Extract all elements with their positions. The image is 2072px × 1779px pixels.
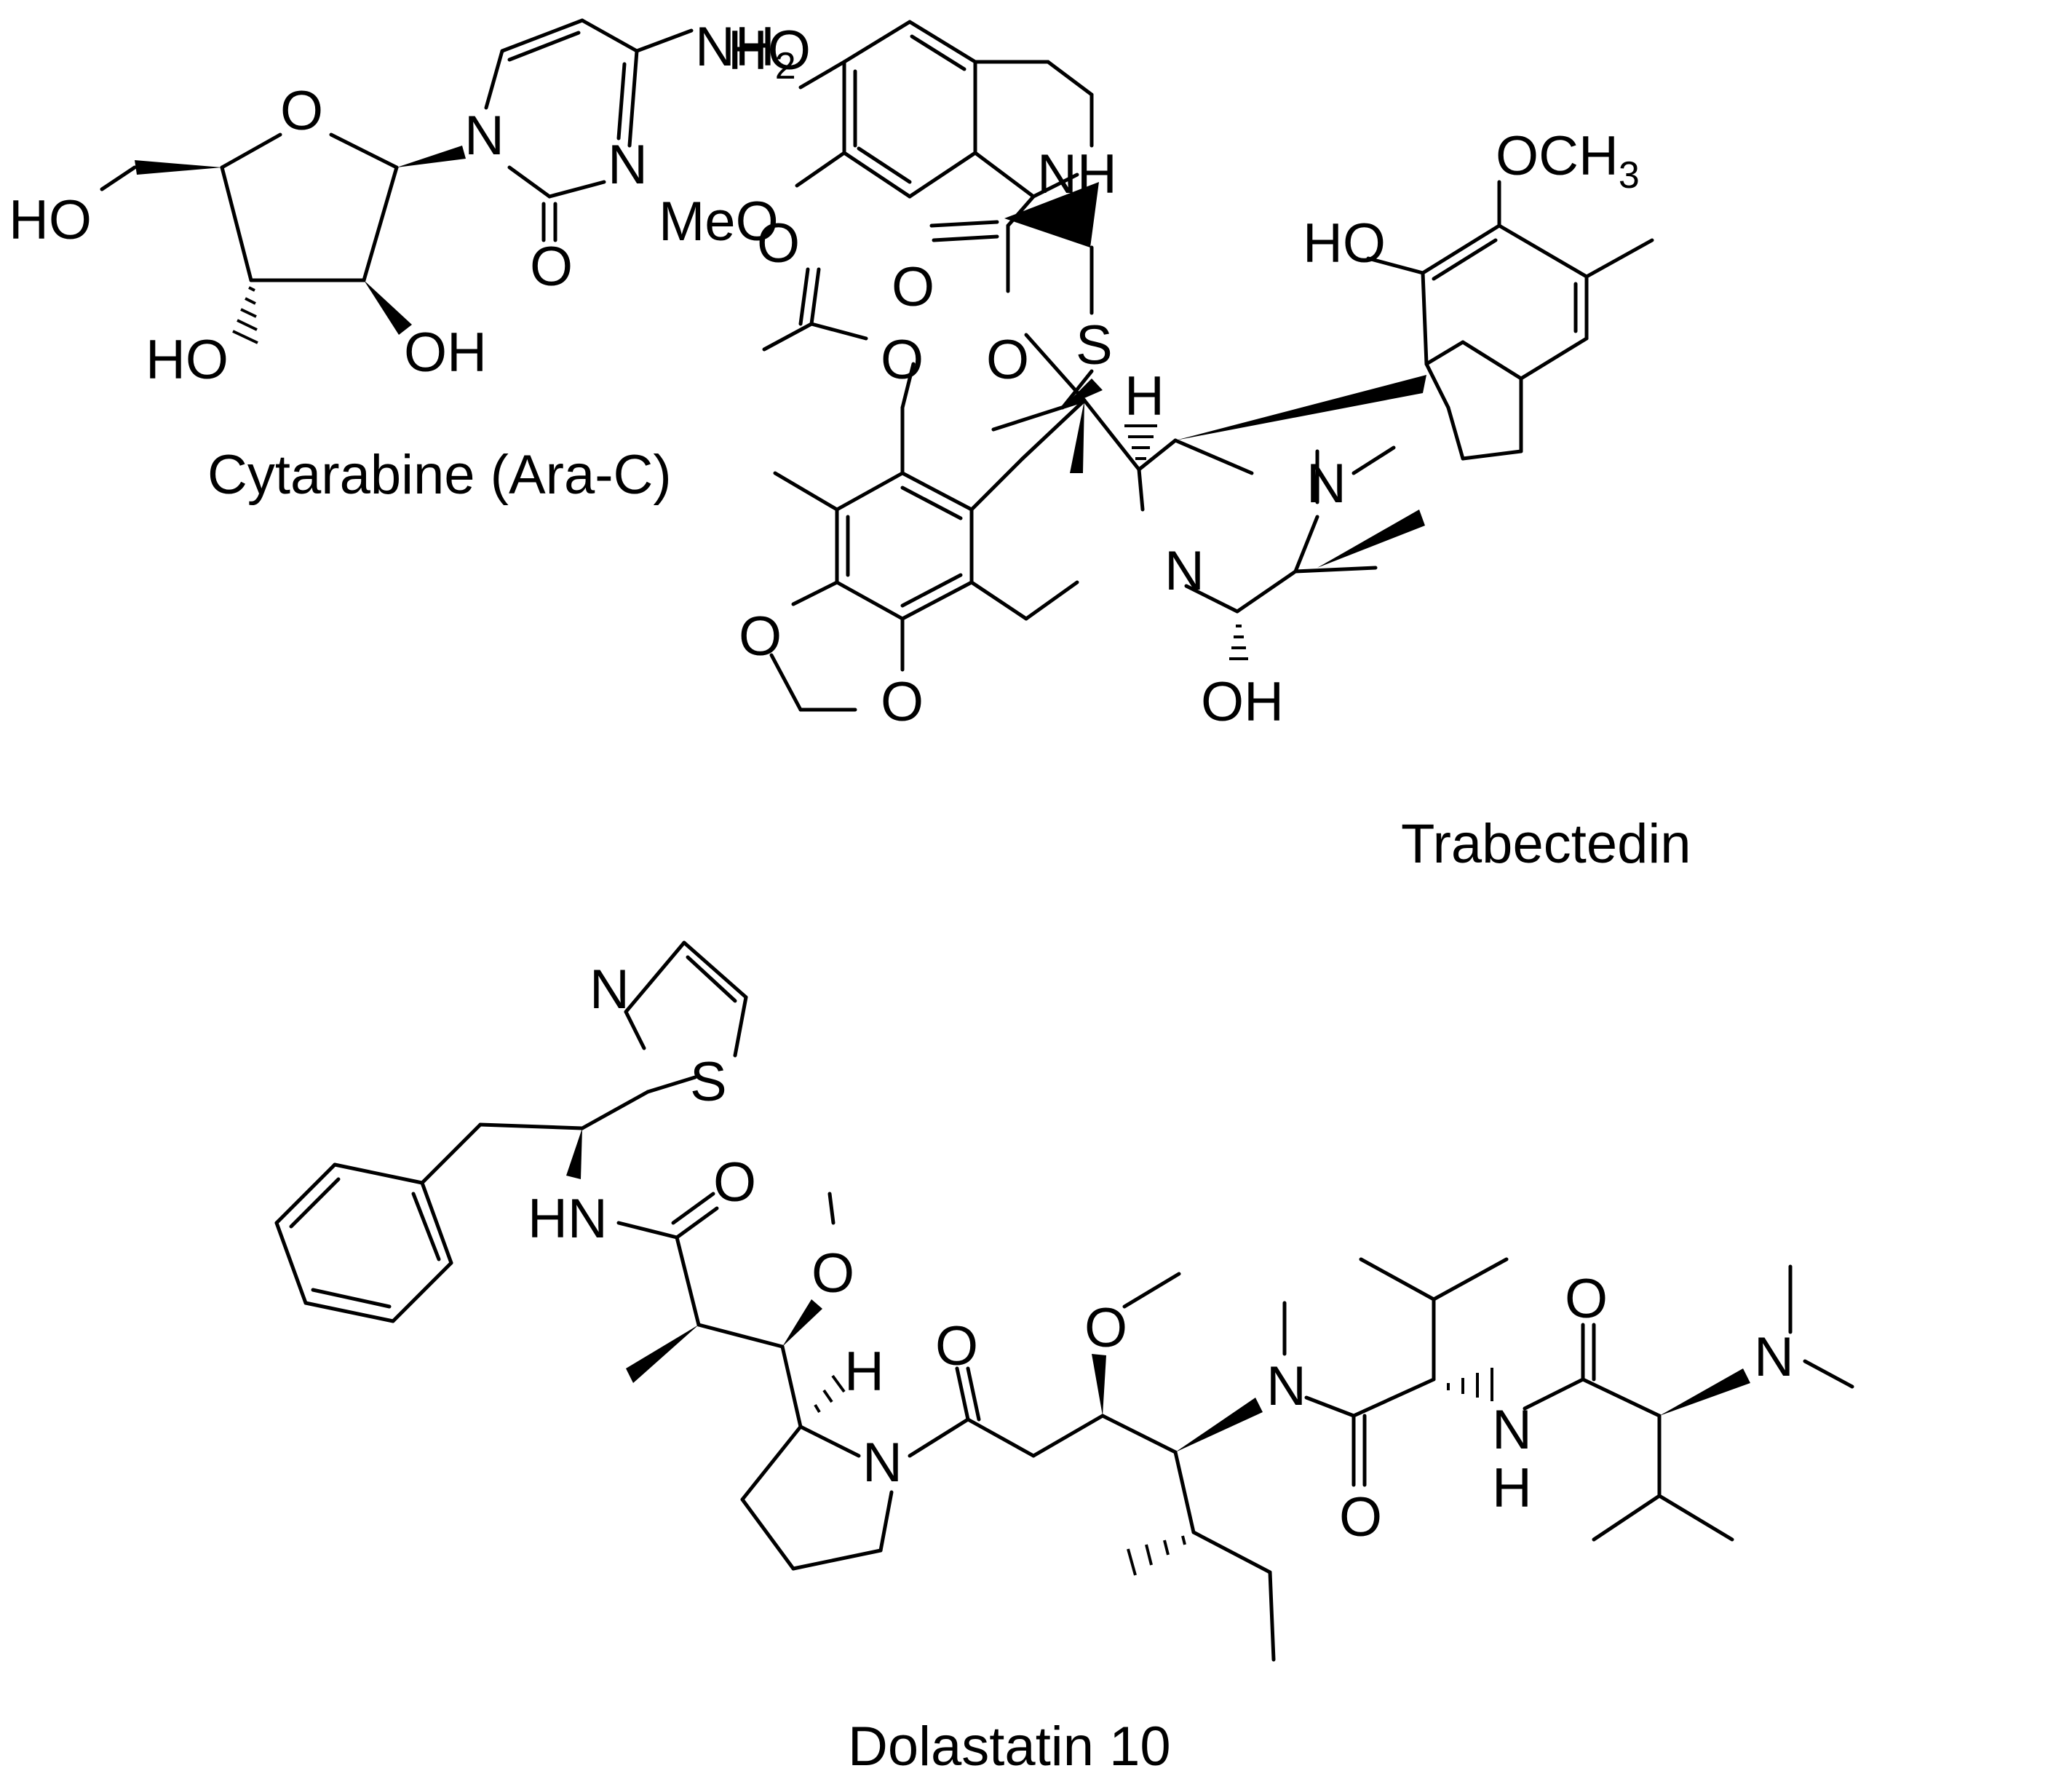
atom-label: O (530, 236, 573, 298)
compound-name: Trabectedin (1401, 813, 1691, 875)
cytarabine-stereo-bonds (135, 146, 466, 344)
hash-bond (1127, 1535, 1186, 1576)
hash-bond (1229, 625, 1248, 660)
atom-label: N (1754, 1326, 1794, 1388)
cytarabine-bonds (100, 18, 694, 282)
atom-label: MeO (659, 191, 779, 253)
atom-label: O (811, 1243, 854, 1304)
atom-label: N (608, 134, 648, 196)
atom-label: OCH3 (1496, 125, 1640, 197)
atom-label: N (464, 105, 504, 167)
atom-label: O (986, 329, 1029, 391)
atom-label: HN (528, 1188, 608, 1250)
atom-label: N (1492, 1399, 1532, 1461)
hash-bond (1447, 1368, 1493, 1401)
wedge-bond (1092, 1354, 1106, 1416)
wedge-bond (1063, 379, 1103, 408)
cytarabine-structure: O N N O NH2 HO HO OH Cytarabine (Ara-C) (9, 16, 796, 506)
atom-label: O (935, 1315, 978, 1377)
hash-bond (814, 1374, 846, 1414)
trabectedin-atom-labels: HO MeO NH OCH3 HO O O S H N O O N O O OH (659, 20, 1640, 733)
trabectedin-stereo-bonds (1004, 182, 1426, 660)
hash-bond (232, 286, 258, 344)
hash-bond (1124, 424, 1157, 460)
atom-label: N (862, 1432, 902, 1494)
atom-label: OH (1201, 671, 1284, 733)
atom-label: O (881, 671, 924, 733)
wedge-bond (782, 1299, 822, 1347)
atom-label: NH2 (695, 16, 796, 87)
atom-label: N (1306, 453, 1346, 515)
atom-label: O (1565, 1268, 1608, 1330)
dolastatin-structure: N S HN O O H N O O N O N H O N Dolastati… (274, 940, 1854, 1778)
wedge-bond (397, 146, 466, 167)
wedge-bond (1659, 1368, 1750, 1416)
compound-name: Dolastatin 10 (848, 1716, 1171, 1778)
atom-label: N (1164, 540, 1204, 602)
atom-label: O (739, 606, 782, 667)
atom-label: OH (404, 322, 487, 384)
atom-label: O (757, 213, 800, 274)
atom-label: NH (1037, 143, 1117, 205)
wedge-bond (1175, 375, 1426, 440)
atom-label: H (1492, 1457, 1532, 1519)
atom-label: N (1266, 1355, 1306, 1417)
wedge-bond (1004, 182, 1099, 247)
atom-label: S (1076, 314, 1113, 376)
atom-label: O (1084, 1297, 1127, 1359)
wedge-bond (135, 160, 222, 175)
atom-label: HO (9, 189, 92, 251)
atom-label: O (280, 80, 323, 142)
atom-label: S (690, 1051, 727, 1113)
atom-label: O (713, 1152, 756, 1213)
wedge-bond (626, 1325, 699, 1383)
wedge-bond (364, 280, 412, 335)
atom-label: O (881, 329, 924, 391)
trabectedin-bonds (762, 20, 1654, 712)
wedge-bond (1070, 400, 1084, 473)
cytarabine-atom-labels: O N N O NH2 HO HO OH (9, 16, 796, 391)
dolastatin-atom-labels: N S HN O O H N O O N O N H O N (528, 959, 1794, 1548)
wedge-bond (566, 1128, 582, 1179)
atom-label: H (844, 1341, 884, 1403)
wedge-bond (1317, 510, 1425, 568)
trabectedin-structure: HO MeO NH OCH3 HO O O S H N O O N O O OH… (659, 20, 1691, 875)
atom-label: HO (1303, 213, 1386, 274)
atom-label: O (1339, 1486, 1382, 1548)
dolastatin-bonds (274, 940, 1854, 1662)
dolastatin-stereo-bonds (566, 1128, 1750, 1576)
atom-label: H (1124, 365, 1164, 427)
wedge-bond (1175, 1398, 1263, 1452)
atom-label: N (590, 959, 630, 1021)
compound-name: Cytarabine (Ara-C) (207, 444, 672, 506)
atom-label: O (892, 256, 934, 318)
atom-label: HO (728, 20, 811, 82)
atom-label: HO (146, 329, 229, 391)
